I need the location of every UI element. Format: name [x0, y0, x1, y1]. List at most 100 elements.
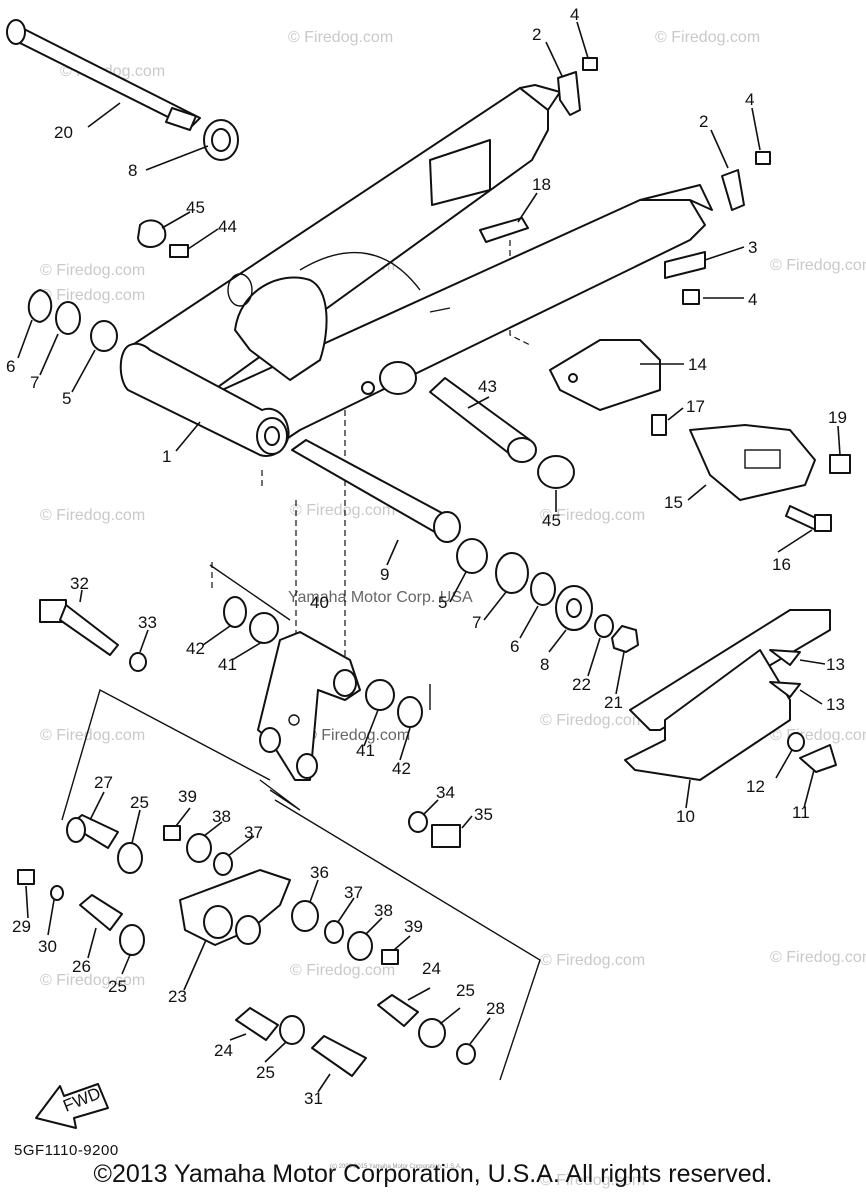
chain-tensioner-10 — [624, 609, 837, 781]
callout-label: 31 — [304, 1089, 323, 1108]
collar-17 — [651, 414, 667, 436]
watermark: © Firedog.com — [288, 29, 393, 46]
watermark: © Firedog.com — [770, 949, 866, 966]
callout-label: 39 — [404, 917, 423, 936]
center-watermark: Yamaha Motor Corp. USA — [288, 589, 473, 606]
callout-label: 25 — [108, 977, 127, 996]
watermark: © Firedog.com — [40, 287, 145, 304]
callout-label: 25 — [456, 981, 475, 1000]
callout-label: 3 — [748, 238, 757, 257]
callout-label: 5 — [62, 389, 71, 408]
callout-label: 30 — [38, 937, 57, 956]
callout-label: 4 — [745, 90, 754, 109]
callout-label: 28 — [486, 999, 505, 1018]
callout-label: 39 — [178, 787, 197, 806]
chain-slider-14 — [549, 339, 661, 411]
callout-label: 6 — [6, 357, 15, 376]
callout-label: 43 — [478, 377, 497, 396]
callout-label: 11 — [792, 803, 810, 822]
callout-label: 29 — [12, 917, 31, 936]
lower-link-23 — [179, 869, 291, 946]
callout-label: 32 — [70, 574, 89, 593]
callout-label: 44 — [218, 217, 237, 236]
collar-26 — [79, 894, 123, 931]
watermark: © Firedog.com — [40, 507, 145, 524]
callout-label: 25 — [256, 1063, 275, 1082]
copyright-notice: ©2013 Yamaha Motor Corporation, U.S.A. A… — [93, 1160, 773, 1188]
watermark: © Firedog.com — [40, 972, 145, 989]
callout-label: 10 — [676, 807, 695, 826]
callout-label: 4 — [570, 5, 579, 24]
callout-label: 42 — [392, 759, 411, 778]
callout-label: 13 — [826, 695, 845, 714]
watermark: © Firedog.com — [290, 502, 395, 519]
leader-lines — [17, 21, 841, 1093]
callout-label: 38 — [374, 901, 393, 920]
callout-label: 2 — [532, 25, 541, 44]
watermark: © Firedog.com — [540, 507, 645, 524]
callout-numbers: 20 8 2 4 2 4 18 45 44 3 4 6 7 5 14 43 17… — [6, 5, 847, 1108]
callout-label: 1 — [162, 447, 171, 466]
washer-nut-34-35 — [408, 811, 461, 848]
small-hardware-lower — [17, 825, 476, 1065]
callout-label: 21 — [604, 693, 623, 712]
callout-label: 5 — [438, 593, 447, 612]
callout-label: 23 — [168, 987, 187, 1006]
callout-label: 37 — [344, 883, 363, 902]
bracket-lines — [61, 688, 541, 1081]
callout-label: 8 — [128, 161, 137, 180]
callout-label: 15 — [664, 493, 683, 512]
bolt-31 — [311, 1035, 367, 1077]
bolt-19 — [829, 454, 851, 474]
callout-label: 24 — [422, 959, 441, 978]
callout-label: 33 — [138, 613, 157, 632]
callout-label: 42 — [186, 639, 205, 658]
callout-label: 18 — [532, 175, 551, 194]
pivot-shaft-20 — [6, 19, 201, 131]
callout-label: 45 — [186, 198, 205, 217]
relay-arm-40 — [209, 562, 431, 781]
cap-45 — [537, 455, 575, 489]
bearings-24 — [235, 994, 419, 1041]
chain-guide-15 — [689, 424, 816, 501]
watermark: © Firedog.com — [540, 952, 645, 969]
watermark: © Firedog.com — [290, 962, 395, 979]
collar-9 — [291, 439, 461, 543]
callout-label: 41 — [356, 741, 375, 760]
diagram-code: 5GF1110-9200 — [14, 1142, 119, 1159]
callout-label: 17 — [686, 397, 705, 416]
callout-label: 22 — [572, 675, 591, 694]
washer-33 — [129, 652, 147, 672]
callout-label: 7 — [30, 373, 39, 392]
callout-label: 16 — [772, 555, 791, 574]
watermark: © Firedog.com — [770, 727, 866, 744]
bolt-16 — [785, 505, 832, 532]
callout-label: 36 — [310, 863, 329, 882]
callout-label: 37 — [244, 823, 263, 842]
fwd-arrow-icon: FWD — [35, 1083, 109, 1129]
callout-label: 4 — [748, 290, 757, 309]
callout-label: 19 — [828, 408, 847, 427]
callout-label: 14 — [688, 355, 707, 374]
callout-label: 35 — [474, 805, 493, 824]
callout-label: 26 — [72, 957, 91, 976]
callout-label: 34 — [436, 783, 455, 802]
watermark: © Firedog.com — [770, 257, 866, 274]
callout-label: 25 — [130, 793, 149, 812]
rear-arm-body — [119, 84, 713, 457]
watermark: © Firedog.com — [540, 1172, 645, 1189]
callout-label: 9 — [380, 565, 389, 584]
watermark: © Firedog.com — [40, 262, 145, 279]
collar-8-top — [203, 119, 239, 161]
bushing-43 — [429, 377, 537, 463]
callout-label: 45 — [542, 511, 561, 530]
collar-27 — [66, 814, 119, 849]
callout-label: 41 — [218, 655, 237, 674]
callout-label: 13 — [826, 655, 845, 674]
watermark: © Firedog.com — [40, 727, 145, 744]
callout-label: 6 — [510, 637, 519, 656]
callout-label: 38 — [212, 807, 231, 826]
tiny-notice: (c) 2009-2015 Yamaha Motor Corporation, … — [330, 1164, 462, 1170]
